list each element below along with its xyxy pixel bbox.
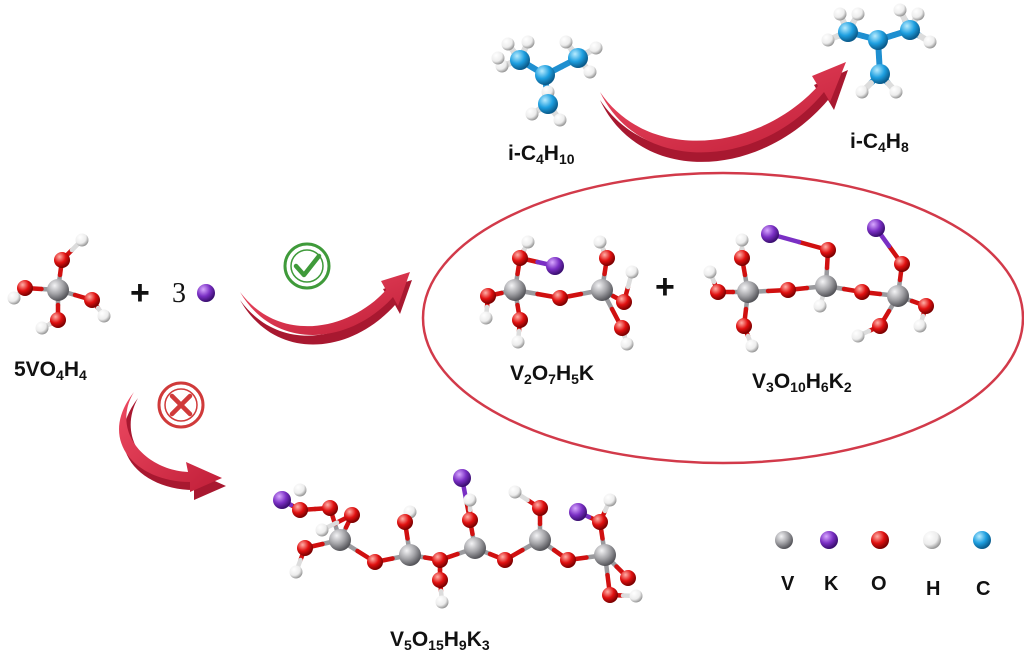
legend-label-o: O xyxy=(871,573,887,595)
check-icon xyxy=(283,242,331,290)
molecule-v2o7h5k xyxy=(479,235,639,351)
legend-atom-o-icon xyxy=(871,531,889,549)
arrow-middle xyxy=(240,272,412,345)
plus-left: + xyxy=(130,274,150,312)
label-product2: V3O10H6K2 xyxy=(752,370,852,395)
plus-right: + xyxy=(655,268,675,306)
label-product1: V2O7H5K xyxy=(510,362,595,387)
legend-label-k: K xyxy=(824,573,839,595)
molecule-isobutene xyxy=(821,3,937,99)
legend-atom-c-icon xyxy=(973,531,991,549)
products-ellipse xyxy=(421,171,1024,465)
legend-atom-k-icon xyxy=(820,531,838,549)
legend-atom-h-icon xyxy=(923,531,941,549)
legend-atom-v-icon xyxy=(775,531,793,549)
cross-icon xyxy=(157,381,205,429)
label-reactant: 5VO4H4 xyxy=(14,358,87,383)
arrow-top xyxy=(600,62,848,162)
label-isobutane: i-C4H10 xyxy=(508,142,575,167)
molecule-v3o10h6k2 xyxy=(703,219,934,353)
molecule-vo4h4 xyxy=(7,233,111,335)
k-atom-reactant xyxy=(197,284,215,302)
legend-label-h: H xyxy=(926,578,941,600)
coefficient: 3 xyxy=(172,278,186,309)
legend-label-v: V xyxy=(781,573,795,595)
label-rejected-product: V5O15H9K3 xyxy=(390,628,490,653)
molecule-v5o15h9k3 xyxy=(273,469,643,609)
molecule-isobutane xyxy=(491,35,603,127)
arrow-lower xyxy=(119,392,226,500)
label-isobutene: i-C4H8 xyxy=(850,130,909,155)
legend-label-c: C xyxy=(976,578,991,600)
